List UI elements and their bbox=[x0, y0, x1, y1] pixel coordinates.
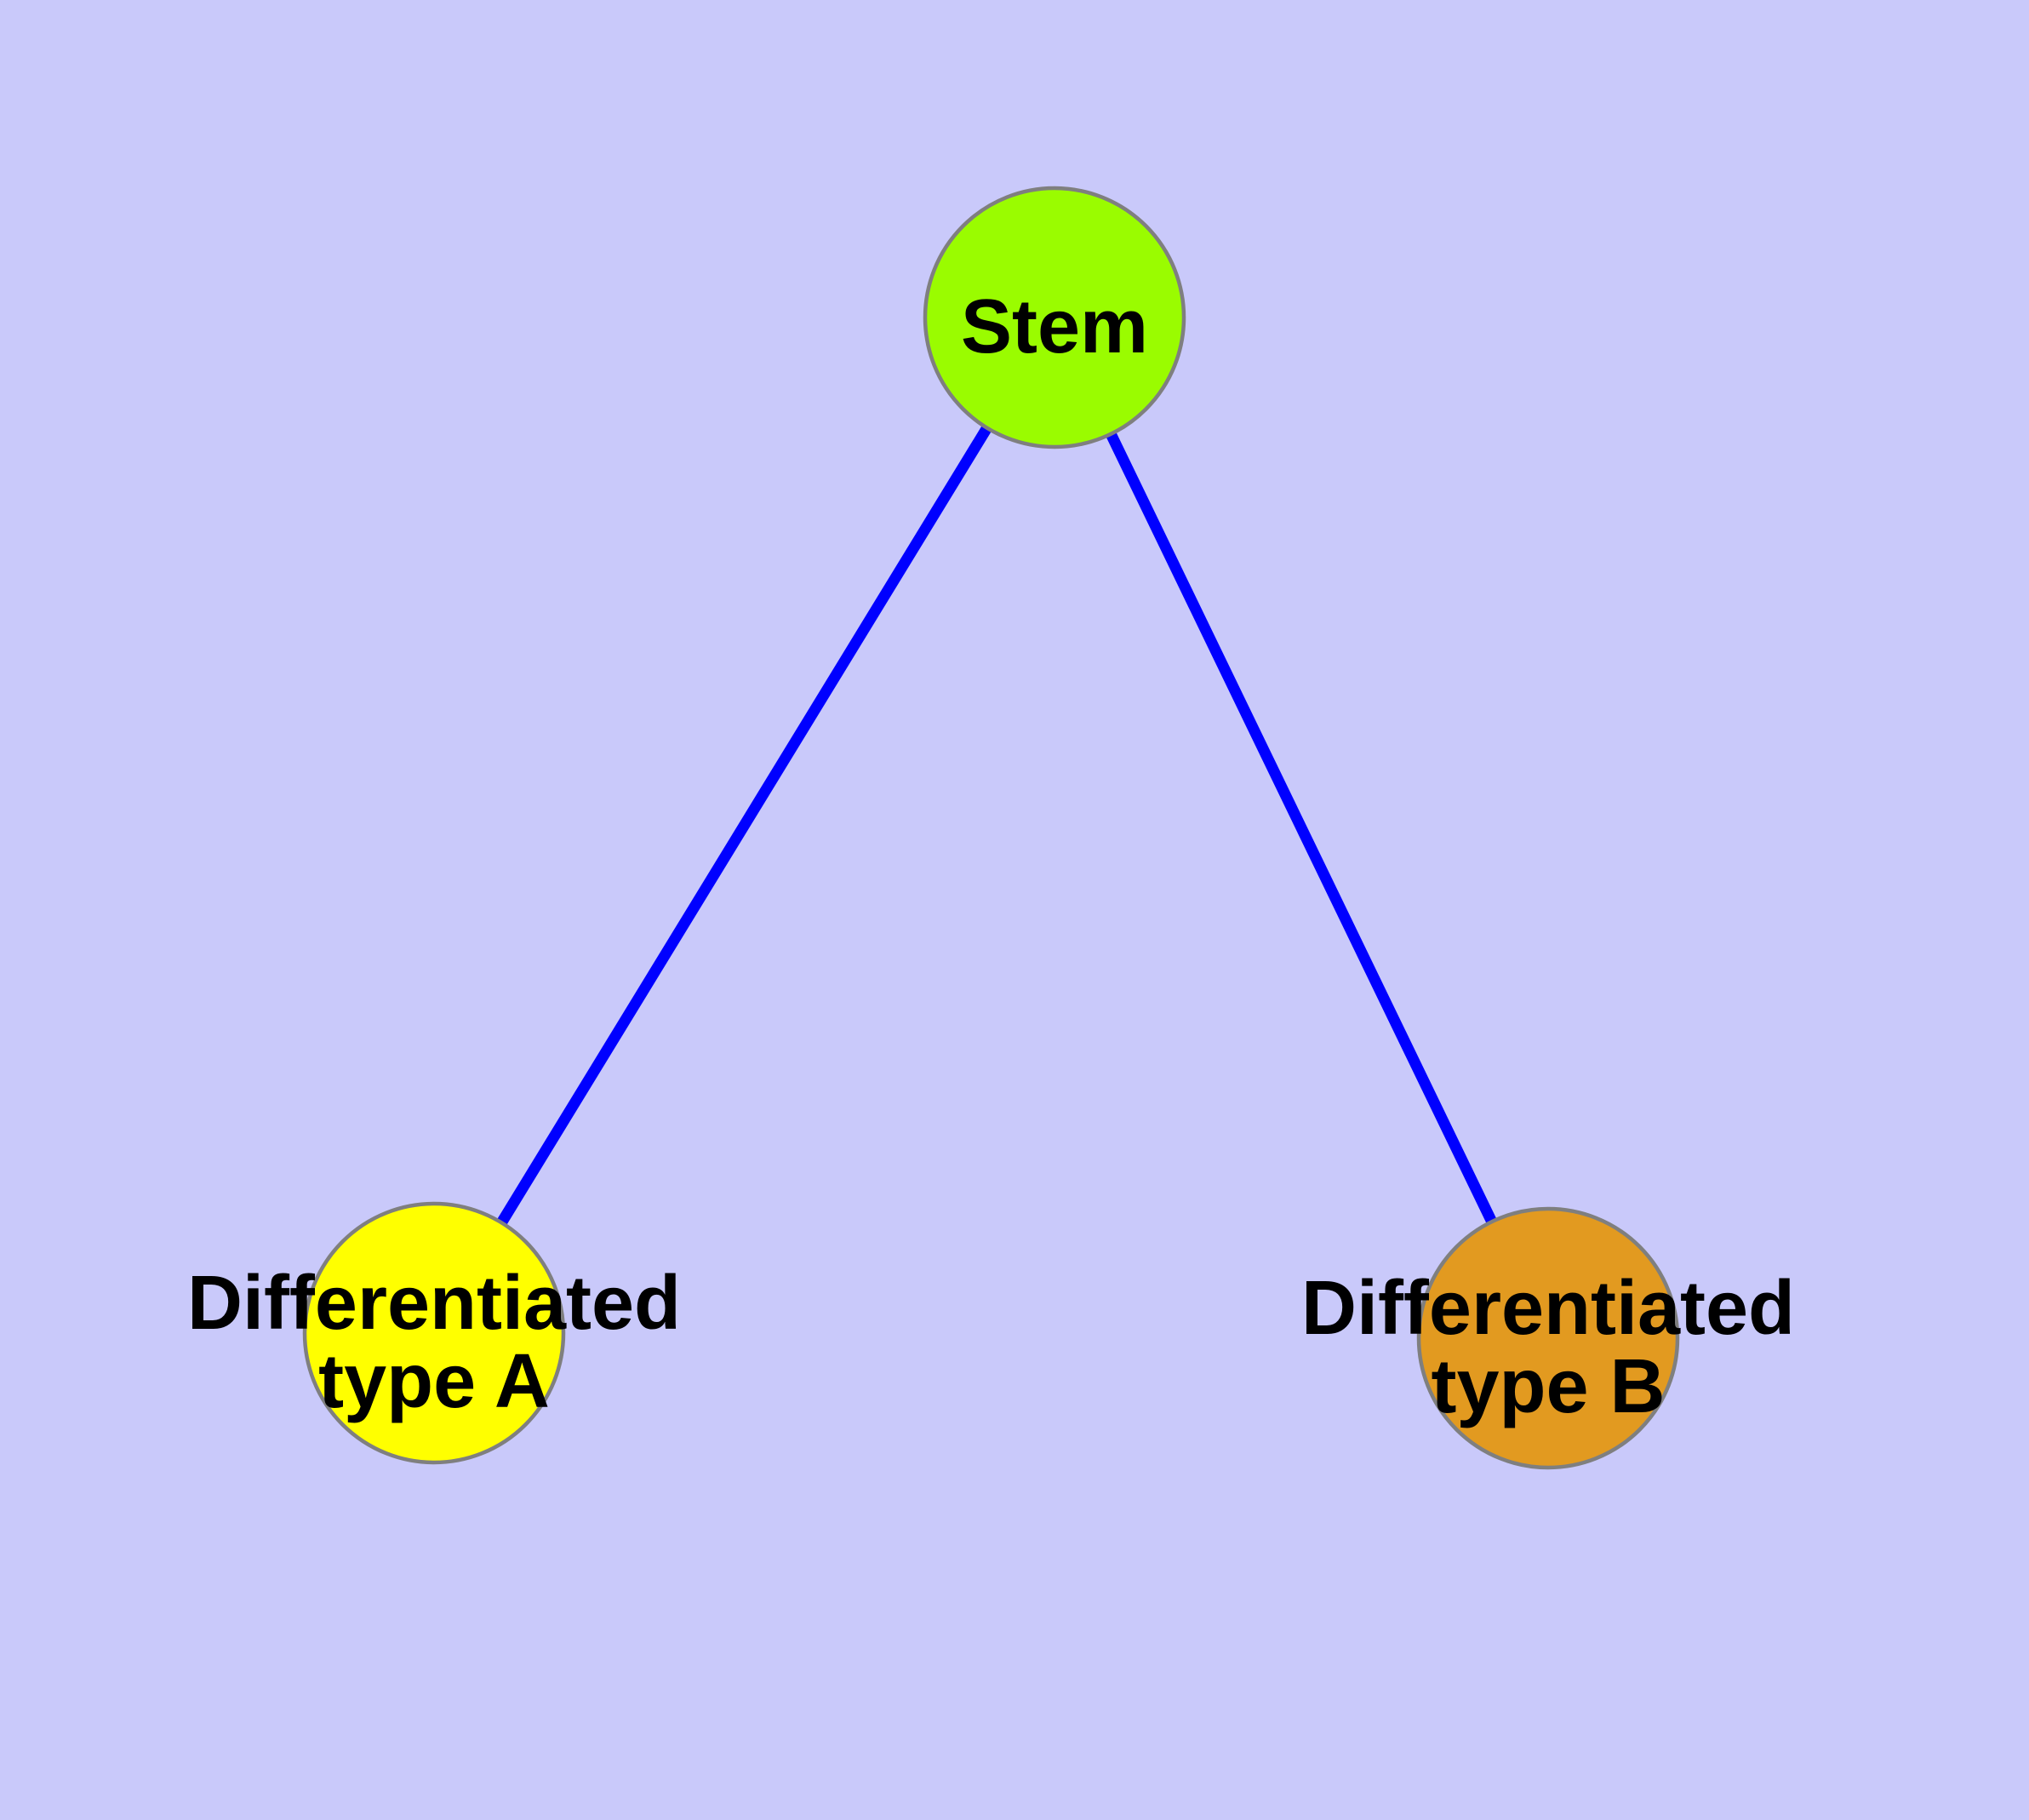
node-stem bbox=[923, 186, 1186, 449]
node-label-stem: Stem bbox=[961, 284, 1148, 369]
edge-stem-to-differentiated-type-b bbox=[1106, 431, 1497, 1225]
edge-stem-to-differentiated-type-a bbox=[496, 425, 992, 1226]
node-differentiated-type-b bbox=[1416, 1206, 1680, 1470]
node-differentiated-type-a bbox=[302, 1201, 566, 1465]
